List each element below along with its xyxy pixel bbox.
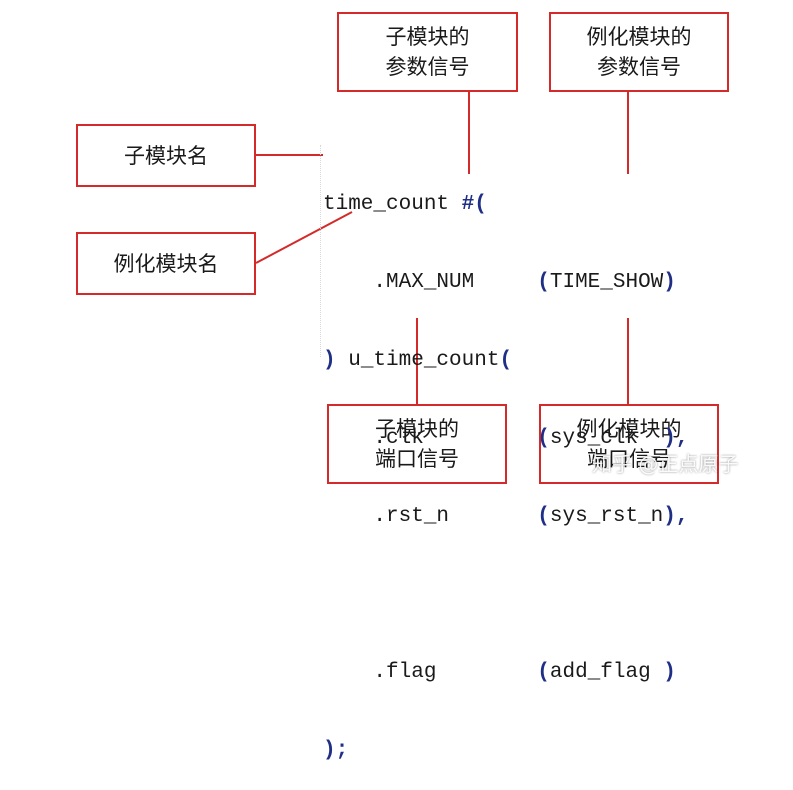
code-paren: ( — [537, 661, 550, 684]
label-instance-param: 例化模块的 参数信号 — [549, 12, 729, 92]
code-port-signal: sys_clk — [549, 427, 664, 450]
code-paren: ) — [663, 427, 676, 450]
label-instance-param-line2: 参数信号 — [597, 55, 681, 79]
code-port-name: .flag — [323, 661, 538, 684]
code-line-param: .MAX_NUM (TIME_SHOW) — [323, 270, 689, 296]
code-param-open: #( — [461, 193, 487, 216]
code-paren: ) — [663, 271, 676, 294]
label-instance-name: 例化模块名 — [76, 232, 256, 295]
code-paren: ( — [499, 349, 513, 372]
code-paren: ( — [537, 271, 550, 294]
code-paren: ) — [663, 505, 676, 528]
label-submodule-port-line1: 子模块的 — [375, 417, 459, 441]
code-line-end: ); — [323, 738, 689, 764]
label-submodule-port: 子模块的 端口信号 — [327, 404, 507, 484]
code-module-name: time_count — [323, 193, 462, 216]
code-line-instance: ) u_time_count( — [323, 348, 689, 374]
label-submodule-port-line2: 端口信号 — [375, 447, 459, 471]
label-instance-port-line1: 例化模块的 — [576, 417, 682, 441]
code-port-signal: add_flag — [549, 661, 664, 684]
label-submodule-name-text: 子模块名 — [124, 143, 208, 168]
code-guide-line — [320, 145, 321, 357]
code-line-port: .clk (sys_clk ), — [323, 426, 689, 452]
connector-lines — [255, 92, 629, 404]
code-paren: ( — [537, 505, 550, 528]
label-submodule-param-line1: 子模块的 — [385, 25, 470, 49]
label-instance-name-text: 例化模块名 — [113, 251, 219, 276]
code-paren: ) — [323, 349, 336, 372]
code-line-module: time_count #( — [323, 192, 689, 218]
code-paren: ) — [663, 661, 676, 684]
label-submodule-name: 子模块名 — [76, 124, 256, 187]
code-paren: ( — [537, 427, 550, 450]
code-param-name: .MAX_NUM — [323, 271, 538, 294]
connector-instance-name — [255, 211, 353, 264]
watermark: 知乎 @正点原子 — [592, 452, 739, 476]
code-param-value: TIME_SHOW — [549, 271, 664, 294]
label-instance-port-line2: 端口信号 — [587, 447, 671, 471]
code-semicolon: ; — [335, 739, 349, 762]
code-port-signal: sys_rst_n — [549, 505, 664, 528]
label-instance-param-line1: 例化模块的 — [586, 25, 692, 49]
code-line-port: .flag (add_flag ) — [323, 660, 689, 686]
code-port-name: .rst_n — [323, 505, 538, 528]
code-instance-name: u_time_count — [335, 349, 500, 372]
code-line-port: .rst_n (sys_rst_n), — [323, 504, 689, 530]
code-comma: , — [675, 505, 689, 528]
code-comma: , — [675, 427, 689, 450]
label-instance-port: 例化模块的 端口信号 — [539, 404, 719, 484]
code-line-blank — [323, 582, 689, 608]
code-port-name: .clk — [323, 427, 538, 450]
code-paren: ) — [323, 739, 336, 762]
label-submodule-param-line2: 参数信号 — [385, 55, 470, 79]
label-submodule-param: 子模块的 参数信号 — [337, 12, 518, 92]
